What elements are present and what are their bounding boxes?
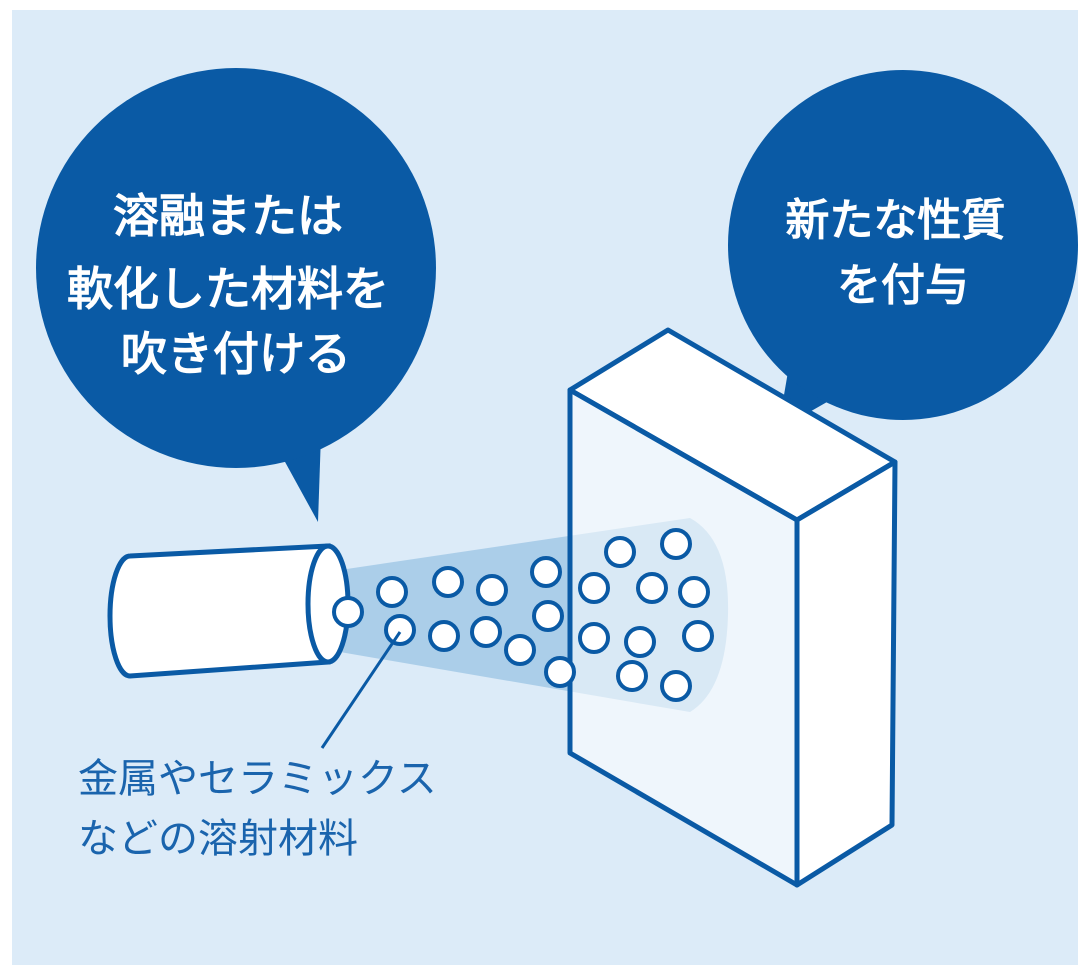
left-bubble-line-3: 吹き付ける xyxy=(121,327,351,381)
spray-particle xyxy=(660,670,692,702)
spray-particle xyxy=(332,596,364,628)
spray-particle xyxy=(432,566,464,598)
left-bubble-circle xyxy=(36,68,436,468)
spray-particles xyxy=(332,528,714,702)
spray-particle xyxy=(470,616,502,648)
spray-particle xyxy=(578,622,610,654)
left-bubble-line-1: 溶融または xyxy=(113,189,343,243)
spray-particle xyxy=(578,572,610,604)
spray-particle xyxy=(624,626,656,658)
particle-label-line-1: 金属やセラミックス xyxy=(78,756,437,802)
left-speech-bubble: 溶融または 軟化した材料を 吹き付ける xyxy=(36,68,436,522)
svg-text:新たな性質 を付与: 新たな性質 を付与 xyxy=(785,195,1020,311)
spray-particle xyxy=(384,614,416,646)
spray-particle xyxy=(616,660,648,692)
nozzle-body xyxy=(107,543,331,679)
left-bubble-line-2: 軟化した材料を xyxy=(67,262,389,316)
svg-text:金属やセラミックス などの溶射材料: 金属やセラミックス などの溶射材料 xyxy=(78,756,450,862)
spray-particle xyxy=(660,528,692,560)
spray-particle xyxy=(604,536,636,568)
particle-leader-line xyxy=(320,631,402,749)
spray-particle xyxy=(428,620,460,652)
spray-particle xyxy=(682,620,714,652)
block-side-face xyxy=(794,459,898,888)
spray-nozzle xyxy=(107,543,351,679)
right-speech-bubble: 新たな性質 を付与 xyxy=(728,70,1078,430)
spray-particle xyxy=(476,574,508,606)
right-bubble-line-1: 新たな性質 xyxy=(785,195,1005,246)
spray-particle xyxy=(532,600,564,632)
spray-particle xyxy=(636,572,668,604)
spray-particle xyxy=(376,576,408,608)
spray-particle xyxy=(678,576,710,608)
spray-particle xyxy=(544,656,576,688)
spray-particle xyxy=(504,634,536,666)
svg-text:溶融または 軟化した材料を 吹き付け: 溶融または 軟化した材料を 吹き付ける xyxy=(67,189,405,381)
right-bubble-line-2: を付与 xyxy=(837,260,969,311)
spray-particle xyxy=(530,556,562,588)
right-bubble-circle xyxy=(728,70,1078,420)
particle-label-line-2: などの溶射材料 xyxy=(78,816,358,862)
